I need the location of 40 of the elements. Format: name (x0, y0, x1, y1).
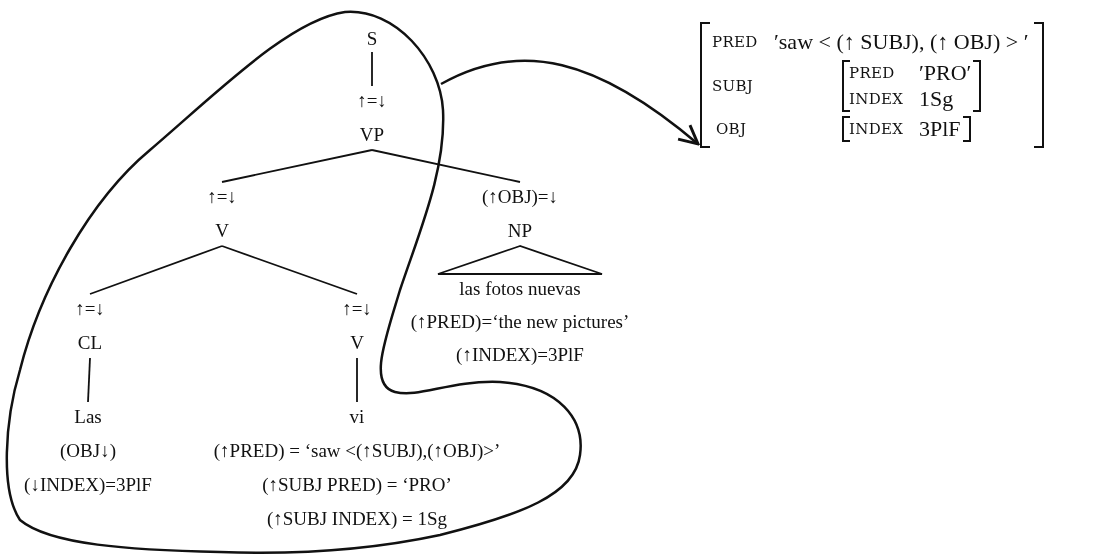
tree-branch (89, 245, 223, 295)
equation-text: (↓INDEX)=3PlF (24, 473, 152, 497)
equation-text: (↑INDEX)=3PlF (456, 343, 584, 367)
category-label: NP (507, 219, 533, 243)
category-label: S (366, 27, 378, 51)
equation-text: (↑SUBJ INDEX) = 1Sg (266, 507, 448, 531)
tree-branch (371, 149, 521, 183)
tree-branch (221, 245, 358, 295)
word-label: vi (349, 405, 365, 429)
word-label: las fotos nuevas (459, 277, 581, 301)
equation-text: (↑SUBJ PRED) = ‘PRO’ (262, 473, 452, 497)
category-label: VP (359, 123, 385, 147)
tree-branch (221, 149, 373, 183)
subtree-triangle (437, 245, 603, 275)
tree-branch (371, 51, 373, 87)
category-label: V (215, 219, 229, 243)
feature-label: INDEX (849, 120, 905, 138)
annotation-label: ↑=↓ (207, 185, 237, 209)
feature-value: ′PRO′ (918, 60, 972, 86)
feature-value: ′saw < (↑ SUBJ), (↑ OBJ) > ′ (774, 29, 1029, 55)
category-label: V (350, 331, 364, 355)
feature-label: SUBJ (712, 77, 754, 95)
category-label: CL (77, 331, 103, 355)
feature-label: PRED (849, 64, 896, 82)
annotation-label: ↑=↓ (342, 297, 372, 321)
feature-value: 1Sg (918, 86, 955, 112)
annotation-label: (↑OBJ)=↓ (481, 185, 559, 209)
feature-value: 3PlF (918, 116, 961, 142)
tree-branch (356, 357, 358, 403)
annotation-label: ↑=↓ (75, 297, 105, 321)
feature-label: OBJ (716, 120, 747, 138)
word-label: Las (74, 405, 102, 429)
feature-label: PRED (712, 33, 758, 51)
equation-text: (↑PRED) = ‘saw <(↑SUBJ),(↑OBJ)>’ (213, 439, 501, 463)
equation-text: (↑PRED)=‘the new pictures’ (410, 310, 630, 334)
equation-text: (OBJ↓) (60, 439, 116, 463)
mapping-arrow (440, 59, 700, 146)
feature-label: INDEX (849, 90, 905, 108)
annotation-label: ↑=↓ (357, 89, 387, 113)
tree-branch (87, 357, 91, 403)
